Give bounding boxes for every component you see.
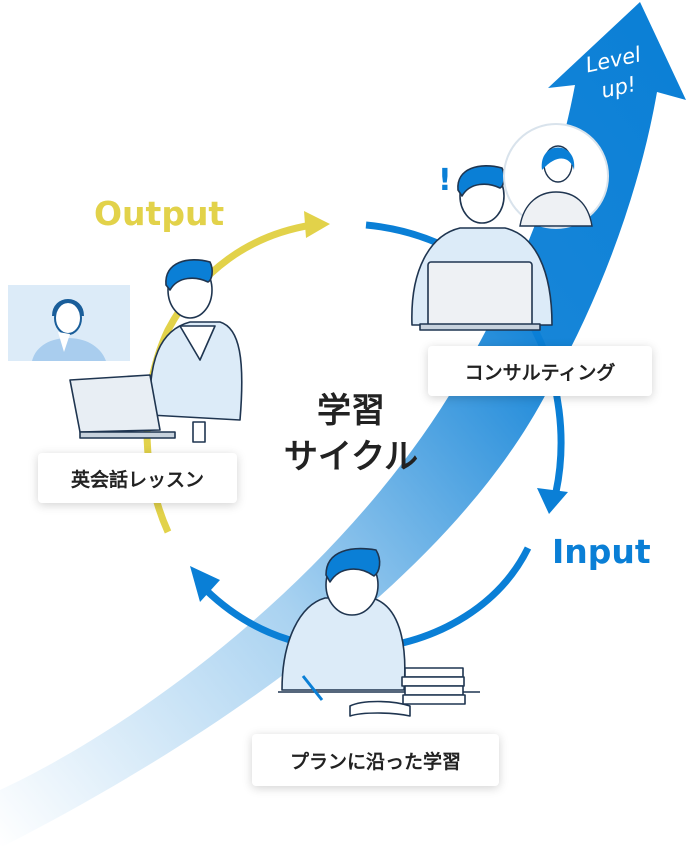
step-lesson-label: 英会話レッスン xyxy=(38,453,237,503)
step-consulting-label: コンサルティング xyxy=(428,346,652,396)
advisor-avatar xyxy=(503,123,609,229)
video-call-icon xyxy=(8,285,130,361)
cycle-title-line1: 学習 xyxy=(317,391,385,431)
input-label: Input xyxy=(552,532,651,571)
level-up-label: Level up! xyxy=(583,40,649,106)
output-arrowhead-icon xyxy=(304,211,330,238)
study-person-icon xyxy=(278,547,480,717)
exclamation-icon: ! xyxy=(438,163,452,198)
step-self-study-label: プランに沿った学習 xyxy=(252,734,499,786)
output-label: Output xyxy=(94,194,225,233)
cycle-title-line2: サイクル xyxy=(283,437,419,477)
lesson-person-icon xyxy=(69,259,243,443)
input-arrowhead-icon xyxy=(537,488,568,514)
consultant-person-icon xyxy=(411,165,553,331)
loop-arrowhead-icon xyxy=(190,566,220,602)
cycle-title: 学習 サイクル xyxy=(266,388,436,480)
